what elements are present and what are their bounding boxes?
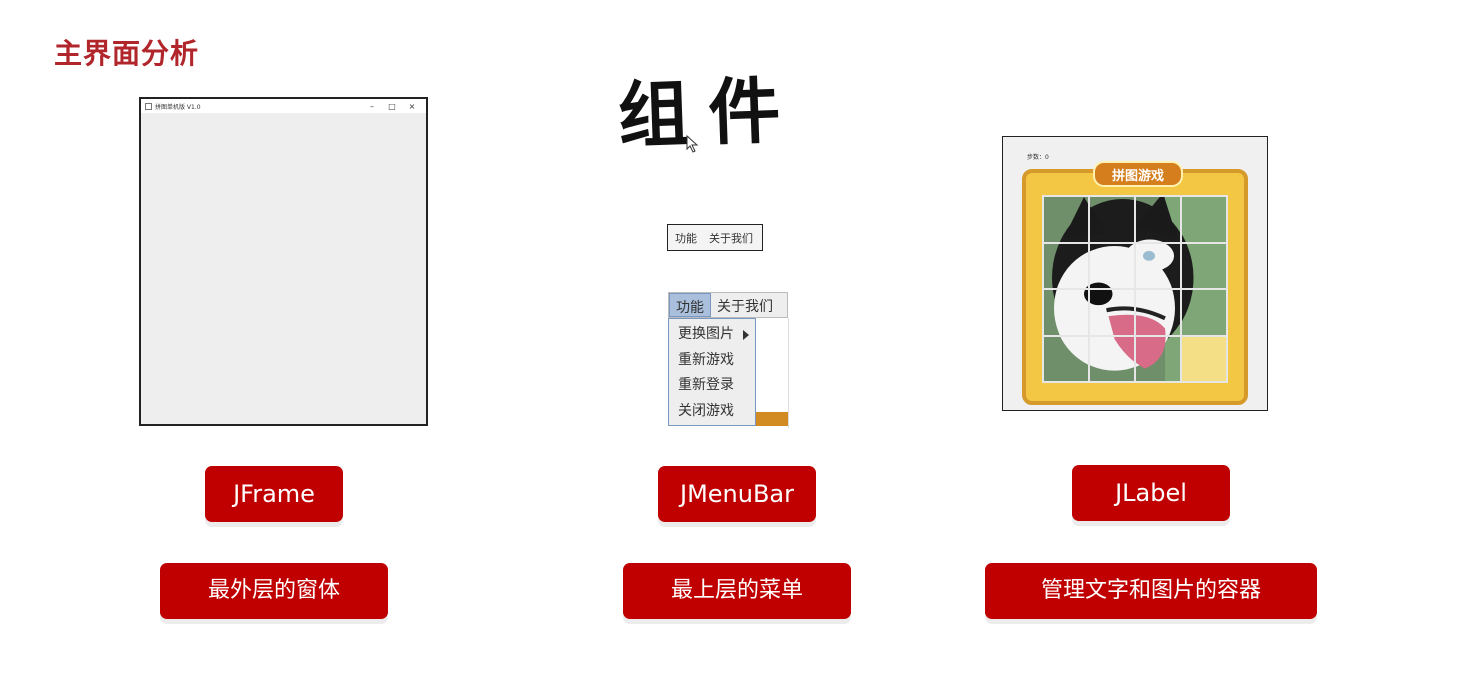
puzzle-tile[interactable] (1090, 243, 1134, 288)
menu-item-label: 更换图片 (678, 326, 734, 342)
menu-item-function[interactable]: 功能 (669, 293, 711, 317)
steps-label: 步数：0 (1027, 154, 1049, 161)
puzzle-tile[interactable] (1090, 290, 1134, 335)
game-title-badge: 拼图游戏 (1093, 161, 1183, 187)
puzzle-tile[interactable] (1044, 290, 1088, 335)
jframe-window-mock: 拼图单机版 V1.0 – □ × (139, 97, 428, 426)
mouse-cursor-icon (686, 135, 699, 153)
maximize-button[interactable]: □ (388, 101, 396, 111)
menubar: 功能 关于我们 (668, 292, 788, 318)
menubar-mock-expanded: 功能 关于我们 更换图片 重新游戏 重新登录 关闭游戏 (668, 292, 790, 428)
jlabel-puzzle-mock: 步数：0 拼图游戏 (1002, 136, 1268, 411)
close-button[interactable]: × (408, 101, 416, 111)
description-jmenubar: 最上层的菜单 (623, 563, 851, 619)
background-window-strip (756, 318, 789, 428)
menu-item-relogin[interactable]: 重新登录 (678, 377, 734, 393)
puzzle-tile[interactable] (1044, 197, 1088, 242)
puzzle-tile[interactable] (1136, 243, 1180, 288)
submenu-arrow-icon (743, 330, 749, 340)
dropdown-menu: 更换图片 重新游戏 重新登录 关闭游戏 (668, 318, 756, 426)
component-button-jframe[interactable]: JFrame (205, 466, 343, 522)
menu-item-close-game[interactable]: 关闭游戏 (678, 402, 734, 419)
description-jlabel: 管理文字和图片的容器 (985, 563, 1317, 619)
window-title: 拼图单机版 V1.0 (155, 103, 201, 111)
puzzle-grid (1042, 195, 1228, 383)
menu-item-about[interactable]: 关于我们 (709, 231, 753, 245)
window-titlebar: 拼图单机版 V1.0 – □ × (141, 99, 426, 113)
description-jframe: 最外层的窗体 (160, 563, 388, 619)
puzzle-tile[interactable] (1182, 290, 1226, 335)
puzzle-tile[interactable] (1182, 243, 1226, 288)
menu-item-about[interactable]: 关于我们 (717, 299, 773, 315)
menu-item-function[interactable]: 功能 (675, 231, 697, 245)
puzzle-tile[interactable] (1182, 197, 1226, 242)
slide-title: 主界面分析 (54, 37, 200, 70)
menu-item-restart[interactable]: 重新游戏 (678, 351, 734, 368)
puzzle-tile[interactable] (1044, 336, 1088, 381)
puzzle-tile[interactable] (1136, 290, 1180, 335)
minimize-button[interactable]: – (370, 101, 374, 111)
handwritten-heading: 组件 (616, 67, 800, 159)
menubar-mock-small: 功能 关于我们 (667, 224, 763, 251)
puzzle-tile[interactable] (1044, 243, 1088, 288)
puzzle-tile[interactable] (1090, 336, 1134, 381)
puzzle-tile[interactable] (1136, 197, 1180, 242)
component-button-jmenubar[interactable]: JMenuBar (658, 466, 816, 522)
menu-item-change-image[interactable]: 更换图片 (669, 322, 755, 348)
puzzle-tile[interactable] (1090, 197, 1134, 242)
component-button-jlabel[interactable]: JLabel (1072, 465, 1230, 521)
puzzle-tile[interactable] (1136, 336, 1180, 381)
app-icon (145, 102, 152, 110)
puzzle-tile-empty[interactable] (1182, 336, 1226, 381)
